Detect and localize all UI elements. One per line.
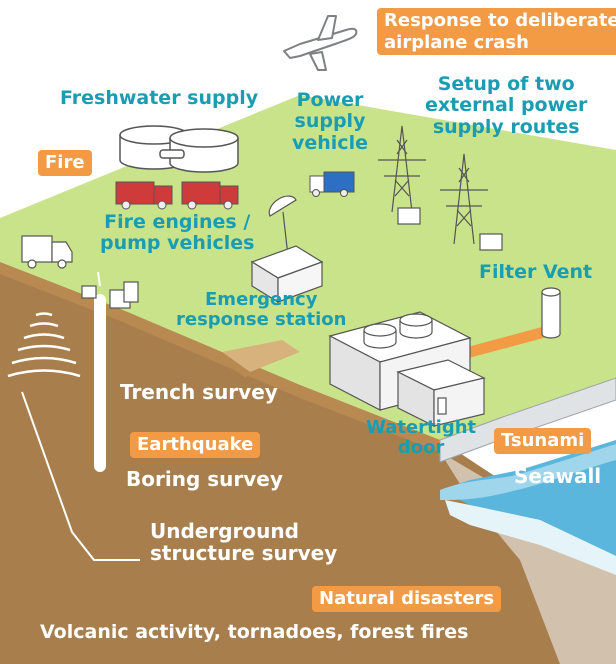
boring-pipe xyxy=(94,294,106,472)
emergency-station-label: Emergency response station xyxy=(176,289,347,331)
natural-disasters-tag: Natural disasters xyxy=(312,586,502,612)
sea-wave xyxy=(440,444,616,500)
service-truck-icon xyxy=(21,235,73,269)
freshwater-label: Freshwater supply xyxy=(60,87,259,109)
survey-waves xyxy=(7,312,81,378)
trench-survey-label: Trench survey xyxy=(120,380,278,404)
trench-shadow xyxy=(220,352,250,378)
seawall-label: Seawall xyxy=(514,464,602,488)
tank-icon xyxy=(119,125,239,173)
power-vehicle-icon xyxy=(309,171,355,197)
front-edge xyxy=(0,262,440,452)
ground-block xyxy=(0,262,616,664)
natural-disasters-list: Volcanic activity, tornadoes, forest fir… xyxy=(40,621,469,643)
survey-leader-line xyxy=(21,391,140,561)
reactor-building xyxy=(328,311,486,427)
tsunami-tag: Tsunami xyxy=(494,428,592,454)
tower-icon xyxy=(378,125,503,251)
fire-tag: Fire xyxy=(38,150,92,176)
underground-survey-label: Underground structure survey xyxy=(150,519,338,566)
external-power-label: Setup of two external power supply route… xyxy=(425,73,588,138)
sea-front-face xyxy=(445,500,616,575)
filter-pipe xyxy=(464,324,558,358)
boring-survey-label: Boring survey xyxy=(126,467,283,491)
truck-icon xyxy=(115,181,239,210)
generator-icon xyxy=(81,281,139,309)
filter-vent-label: Filter Vent xyxy=(479,261,593,283)
power-vehicle-label: Power supply vehicle xyxy=(292,89,368,154)
airplane-crash-tag: Response to deliberate airplane crash xyxy=(377,8,616,56)
airplane-icon xyxy=(283,15,358,71)
watertight-door-label: Watertight door xyxy=(366,417,477,459)
seawall-structure xyxy=(439,377,616,463)
trench xyxy=(222,340,300,372)
vent-stack-icon xyxy=(541,287,561,339)
fire-engines-label: Fire engines / pump vehicles xyxy=(100,211,255,255)
earthquake-tag: Earthquake xyxy=(130,432,261,458)
boring-leader-line xyxy=(97,271,101,287)
building-icon xyxy=(250,245,324,304)
